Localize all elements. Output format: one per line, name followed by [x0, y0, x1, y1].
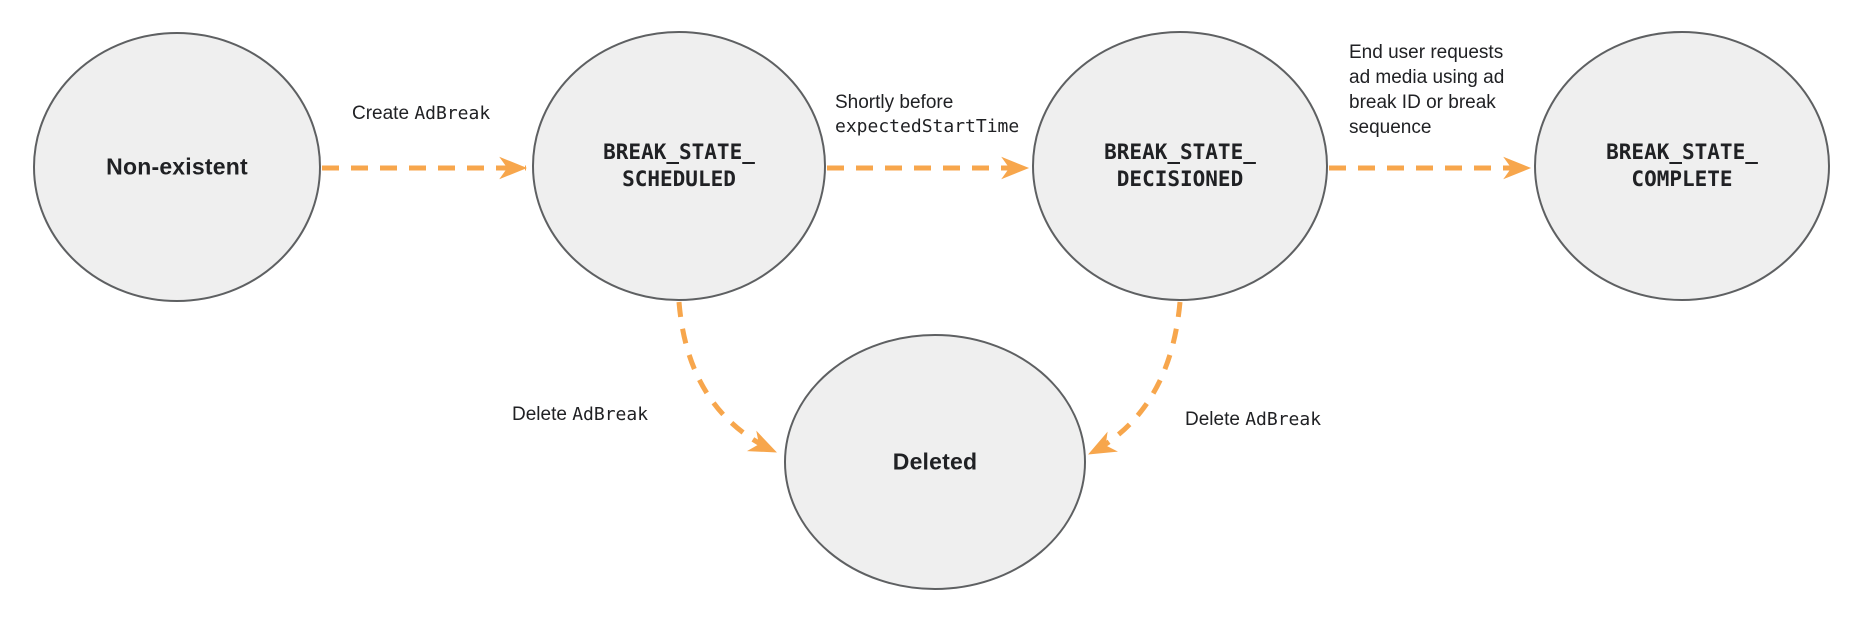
state-circle-non-existent: [33, 32, 321, 302]
state-circle-break-state-decisioned: [1032, 31, 1328, 301]
label-text: ad media using ad: [1349, 67, 1505, 88]
state-label-line: SCHEDULED: [622, 167, 736, 191]
label-text: End user requests: [1349, 42, 1504, 63]
transition-label-delete-adbreak-left: Delete AdBreak: [512, 403, 648, 427]
label-text: Shortly before: [835, 92, 954, 113]
label-text: sequence: [1349, 117, 1432, 138]
transition-label-end-user-requests: End user requests ad media using ad brea…: [1349, 40, 1504, 140]
label-text: Delete: [512, 404, 573, 425]
transition-arrow-delete-adbreak-right: [1087, 301, 1183, 457]
state-circle-break-state-scheduled: [532, 31, 826, 301]
state-label-break-state-complete: BREAK_STATE_ COMPLETE: [1606, 139, 1758, 193]
state-label-break-state-decisioned: BREAK_STATE_ DECISIONED: [1104, 139, 1256, 193]
transition-label-create-adbreak: Create AdBreak: [352, 102, 490, 126]
state-label-line: COMPLETE: [1631, 167, 1733, 191]
state-label-non-existent: Non-existent: [106, 153, 248, 180]
state-label-line: DECISIONED: [1116, 167, 1244, 191]
transition-label-delete-adbreak-right: Delete AdBreak: [1185, 408, 1321, 432]
label-text: Delete: [1185, 409, 1246, 430]
state-circle-deleted: [784, 334, 1086, 590]
label-text: break ID or break: [1349, 92, 1496, 113]
label-code-text: AdBreak: [572, 404, 649, 425]
label-text: Create: [352, 103, 415, 124]
label-code-text: AdBreak: [414, 103, 491, 124]
label-code-text: expectedStartTime: [835, 116, 1020, 137]
state-label-line: BREAK_STATE_: [1104, 140, 1256, 164]
state-label-break-state-scheduled: BREAK_STATE_ SCHEDULED: [603, 139, 755, 193]
state-label-line: BREAK_STATE_: [603, 140, 755, 164]
state-circle-break-state-complete: [1534, 31, 1830, 301]
state-label-line: BREAK_STATE_: [1606, 140, 1758, 164]
transition-arrow-delete-adbreak-left: [676, 301, 778, 455]
state-label-deleted: Deleted: [892, 448, 978, 475]
label-code-text: AdBreak: [1245, 409, 1322, 430]
transition-label-shortly-before: Shortly before expectedStartTime: [835, 91, 1019, 139]
